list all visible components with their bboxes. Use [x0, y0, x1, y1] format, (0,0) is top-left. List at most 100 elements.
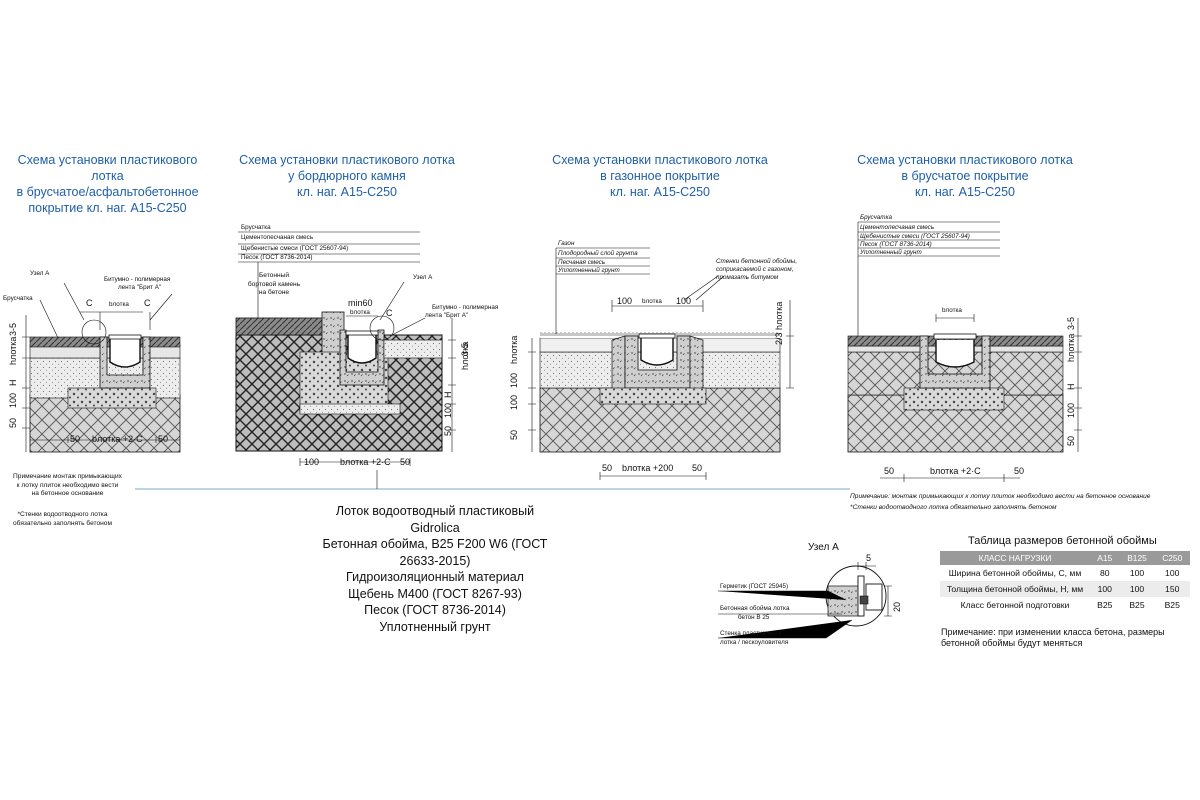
- s4-layer-2: Цементопесчаная смесь: [860, 224, 935, 231]
- s4-dim-bottom: bлотка +2·C: [930, 466, 981, 476]
- s2-dim-h: hлотка: [460, 341, 470, 370]
- s1-dim-50: 50: [8, 417, 18, 428]
- scheme-1-title: Схема установки пластикового лотка в бру…: [16, 153, 199, 215]
- s4-layer-1: Брусчатка: [860, 214, 892, 221]
- table-header-c250: С250: [1154, 551, 1190, 565]
- s4-dim-H: H: [1066, 383, 1076, 391]
- table-cell: 100: [1129, 568, 1145, 578]
- s2-layer-1: Брусчатка: [241, 224, 271, 231]
- s3-layer-3: Песчаная смесь: [558, 259, 606, 266]
- s3-dim-100: 100: [509, 372, 519, 388]
- s2-dim-100: 100: [443, 402, 453, 418]
- table-cell: 80: [1099, 568, 1110, 578]
- table-note: Примечание: при изменении класса бетона,…: [941, 627, 1165, 648]
- s3-dim-two-thirds: 2/3 hлотка: [774, 301, 784, 345]
- table-header-row: КЛАСС НАГРУЗКИ А15 В125 С250: [940, 551, 1190, 565]
- s1-uzel-label: Узел А: [30, 270, 50, 277]
- s4-dim-3-5: 3-5: [1066, 316, 1076, 330]
- s3-walls-note: Стенки бетонной обоймы, соприкасаемой с …: [716, 258, 798, 281]
- s4-dim-50-left: 50: [884, 466, 895, 476]
- scheme-2-title: Схема установки пластикового лотка у бор…: [239, 153, 455, 199]
- s4-layer-5: Уплотненный грунт: [860, 249, 922, 256]
- table-cell: 100: [1090, 581, 1120, 597]
- s1-dim-50-right: 50: [158, 434, 169, 444]
- legend-waterproofing: Гидроизоляционный материал: [346, 570, 524, 584]
- s2-layer-3: Щебенистые смеси (ГОСТ 25607-94): [241, 245, 349, 252]
- legend: Лоток водоотводный пластиковый Gidrolica…: [315, 503, 555, 635]
- table-row: Толщина бетонной обоймы, Н, мм 100 100 1…: [940, 581, 1190, 597]
- scheme-2-drawing: [235, 231, 456, 466]
- s4-dim-b-tray: bлотка: [942, 307, 962, 314]
- s1-tape-label-2: лента "Брит А": [118, 284, 162, 291]
- s2-dim-50-bottom: 50: [400, 457, 411, 467]
- legend-tray: Лоток водоотводный пластиковый Gidrolica: [335, 504, 535, 535]
- s3-dim-50-left: 50: [602, 463, 613, 473]
- s2-curb-label: Бетонный бортовой камень на бетоне: [247, 272, 301, 296]
- table-cell: В25: [1129, 600, 1145, 610]
- node-a-concrete: Бетонная обойма лотка: [720, 605, 790, 612]
- legend-soil: Уплотненный грунт: [379, 619, 491, 634]
- scheme-1-drawing: [22, 282, 181, 453]
- s1-paving-label: Брусчатка: [3, 295, 33, 302]
- table-title: Таблица размеров бетонной обоймы: [968, 535, 1157, 547]
- table-cell: В25: [1164, 600, 1180, 610]
- s2-uzel-label: Узел А: [413, 274, 433, 281]
- scheme-4-drawing: [847, 221, 1082, 482]
- s3-dim-50: 50: [509, 429, 519, 440]
- s4-dim-h: hлотка: [1066, 333, 1076, 362]
- table-cell: 100: [1165, 568, 1180, 578]
- s2-dim-50: 50: [443, 425, 453, 436]
- node-a-wall-2: лотка / пескоуловителя: [720, 639, 789, 646]
- table-row-label: Толщина бетонной обоймы, Н, мм: [940, 581, 1090, 597]
- s4-dim-100: 100: [1066, 402, 1076, 418]
- s2-dim-b-tray: bлотка: [350, 309, 370, 316]
- node-a-concrete-2: бетон В 25: [738, 614, 770, 621]
- node-a-dim-5: 5: [866, 553, 872, 563]
- table-cell: 150: [1154, 581, 1190, 597]
- scheme-3-title: Схема установки пластикового лотка в газ…: [552, 153, 768, 199]
- s1-dim-h: hлотка: [8, 336, 18, 365]
- size-table: КЛАСС НАГРУЗКИ А15 В125 С250 Ширина бето…: [940, 551, 1190, 613]
- size-table-wrap: КЛАСС НАГРУЗКИ А15 В125 С250 Ширина бето…: [940, 551, 1190, 613]
- s1-dim-bottom: bлотка +2·C: [92, 434, 143, 444]
- s2-dim-min60: min60: [348, 298, 373, 308]
- table-header-class: КЛАСС НАГРУЗКИ: [940, 551, 1090, 565]
- s1-tape-label: Битумно - полимерная: [104, 276, 171, 283]
- s1-dim-50-left: 50: [70, 434, 81, 444]
- table-row: Ширина бетонной обоймы, С, мм 80 100 100: [940, 565, 1190, 581]
- node-a-wall: Стенка пластикового: [720, 630, 782, 637]
- s3-dim-h: hлотка: [509, 335, 519, 364]
- s3-dim-50-right: 50: [692, 463, 703, 473]
- table-header-b125: В125: [1119, 551, 1155, 565]
- s1-dim-H: H: [8, 379, 18, 387]
- s3-dim-100-right: 100: [676, 296, 692, 306]
- s2-dim-100-bottom: 100: [304, 457, 320, 467]
- node-a-dim-20: 20: [892, 601, 902, 612]
- s3-layer-4: Уплотненный грунт: [558, 267, 620, 274]
- s1-dim-100: 100: [8, 392, 18, 408]
- s2-layer-4: Песок (ГОСТ 8736-2014): [241, 254, 313, 261]
- table-row-label: Ширина бетонной обоймы, С, мм: [948, 568, 1082, 578]
- s2-layer-2: Цементопесчаная смесь: [241, 234, 314, 241]
- s2-dim-H: H: [443, 391, 453, 399]
- legend-sand: Песок (ГОСТ 8736-2014): [364, 603, 506, 617]
- legend-gravel: Щебень М400 (ГОСТ 8267-93): [348, 586, 522, 601]
- s1-dim-c-right: C: [144, 298, 151, 308]
- s4-note-2: *Стенки водоотводного лотка обязательно …: [850, 504, 1057, 511]
- s1-note: Примечание монтаж примыкающих к лотку пл…: [13, 473, 122, 497]
- s2-dim-c: C: [386, 308, 393, 318]
- s1-dim-b-tray: bлотка: [109, 301, 129, 308]
- table-cell: 100: [1119, 581, 1155, 597]
- node-a-drawing: [718, 562, 892, 639]
- s2-tape-label: Битумно - полимерная: [432, 304, 499, 311]
- s3-dim-100-2: 100: [509, 394, 519, 410]
- s1-dim-3-5: 3-5: [8, 322, 18, 336]
- table-cell: В25: [1097, 600, 1113, 610]
- s4-dim-50-right: 50: [1014, 466, 1025, 476]
- s2-tape-label-2: лента "Брит А": [425, 312, 469, 319]
- s4-layer-4: Песок (ГОСТ 8736-2014): [860, 241, 932, 248]
- s4-note: Примечание: монтаж примыкающих к лотку п…: [850, 493, 1151, 500]
- s3-dim-b-tray: bлотка: [642, 298, 662, 305]
- s3-dim-bottom: bлотка +200: [622, 463, 674, 473]
